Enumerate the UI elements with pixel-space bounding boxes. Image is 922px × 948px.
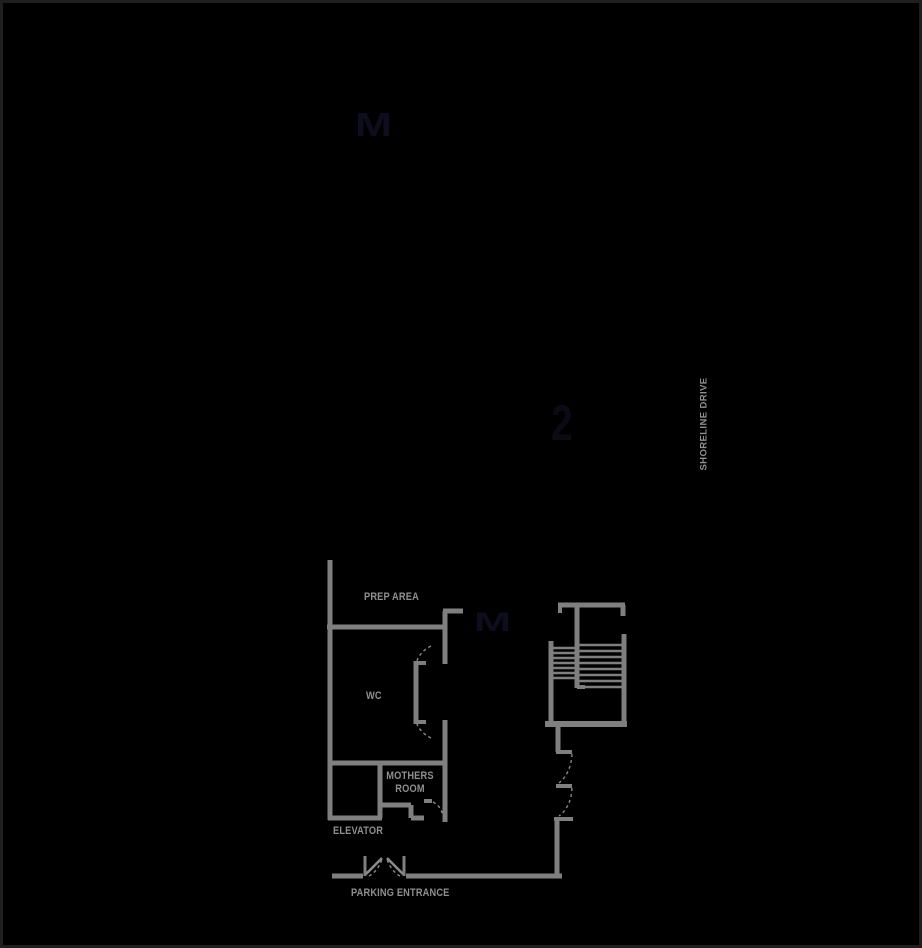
wc-door-swing-top (415, 645, 432, 665)
prep-wc-walls (327, 560, 463, 822)
mothers-door-swing (432, 801, 444, 817)
faint-level-number: 2 (551, 395, 573, 451)
corridor-door2-swing (558, 787, 573, 817)
mothers-room-line1: MOTHERS (386, 770, 434, 782)
corridor-doors-walls (554, 727, 573, 876)
stair-treads-left (553, 646, 575, 680)
parking-entrance-label: PARKING ENTRANCE (351, 887, 450, 899)
parking-entrance-walls (332, 856, 562, 879)
wc-door-bracket-caps (414, 661, 426, 724)
door-leaf-left (365, 857, 383, 875)
door-swing-left (368, 858, 383, 877)
faint-logo-m-mid: M (474, 607, 512, 637)
mothers-room-line2: ROOM (395, 783, 425, 795)
faint-logo-m-top: M (355, 106, 393, 143)
door-swing-right (386, 858, 401, 877)
mothers-step (408, 805, 424, 821)
elevator-label: ELEVATOR (333, 825, 384, 837)
mothers-room-label: MOTHERS ROOM (383, 770, 437, 796)
corridor-door1-swing (558, 753, 573, 784)
elevator-mothers-walls (328, 760, 445, 821)
prep-area-label: PREP AREA (364, 591, 419, 603)
shoreline-drive-street-label: SHORELINE DRIVE (698, 377, 710, 471)
stair-treads-right (579, 643, 622, 689)
door-leaf-right (386, 857, 404, 875)
wc-label: WC (366, 690, 382, 702)
stairwell (545, 602, 627, 727)
wall-corridor-L (442, 608, 463, 664)
wc-door-swing-bottom (415, 720, 432, 739)
